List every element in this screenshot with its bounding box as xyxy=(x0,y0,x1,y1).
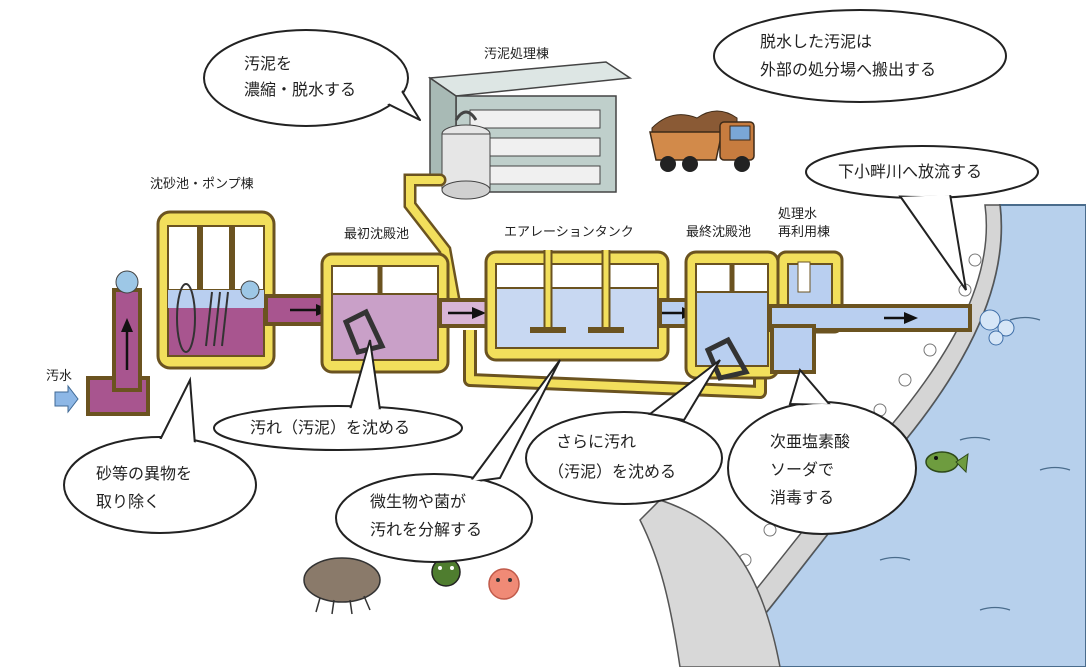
sewage-in-label: 汚水 xyxy=(46,369,73,384)
bubble-discharge: 下小畔川へ放流する xyxy=(838,162,983,181)
bubble-final-line1: さらに汚れ xyxy=(556,432,637,451)
bubble-grit-line1: 砂等の異物を xyxy=(96,464,193,483)
near-bank xyxy=(639,499,781,667)
river-ripples xyxy=(879,316,1071,611)
bubble-disinfect-line1: 次亜塩素酸 xyxy=(770,432,851,451)
grit-pump-building xyxy=(156,210,276,370)
bubble-sludge-line1: 汚泥を xyxy=(244,54,293,73)
final-tank-label: 最終沈殿池 xyxy=(686,225,752,240)
bubble-sludge-line2: 濃縮・脱水する xyxy=(244,80,357,99)
reuse-label-line2: 再利用棟 xyxy=(778,225,831,240)
bubble-disinfect-line2: ソーダで xyxy=(770,460,835,479)
bubble-disinfect-line3: 消毒する xyxy=(770,488,835,507)
bubble-grit-line2: 取り除く xyxy=(96,492,161,511)
aeration-tank xyxy=(484,250,670,362)
bubble-final-line2: （汚泥）を沈める xyxy=(548,462,677,481)
final-settling-tank xyxy=(684,250,780,381)
bubble-settle: 汚れ（汚泥）を沈める xyxy=(250,418,411,437)
sludge-building-label: 汚泥処理棟 xyxy=(484,47,550,62)
truck xyxy=(649,110,755,172)
primary-tank-label: 最初沈殿池 xyxy=(344,227,410,242)
primary-settling-tank xyxy=(320,252,450,374)
aeration-tank-label: エアレーションタンク xyxy=(504,225,634,240)
bubble-dewatered-line1: 脱水した汚泥は xyxy=(760,32,873,51)
inlet-pipe xyxy=(54,270,150,416)
sludge-building xyxy=(427,61,633,200)
fish xyxy=(925,451,969,474)
bubble-microbe-line1: 微生物や菌が xyxy=(370,492,467,511)
grit-pump-label: 沈砂池・ポンプ棟 xyxy=(150,177,254,192)
bubble-dewatered-line2: 外部の処分場へ搬出する xyxy=(760,60,937,79)
bubble-microbe-line2: 汚れを分解する xyxy=(370,520,483,539)
water-splash xyxy=(979,309,1015,346)
reuse-label-line1: 処理水 xyxy=(778,207,818,222)
microbe-characters xyxy=(303,557,520,615)
